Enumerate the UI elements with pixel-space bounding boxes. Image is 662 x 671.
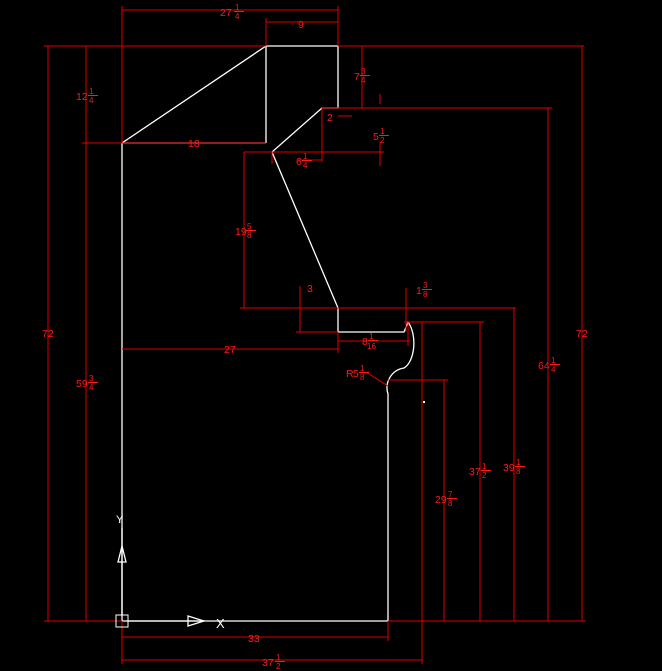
dim-label-ledge: 3 — [307, 283, 313, 295]
dim-label-lower-height: 29 7 8 — [435, 490, 457, 508]
dim-label-ledge-height: 1 3 8 — [416, 281, 432, 299]
svg-text:3: 3 — [423, 281, 428, 290]
svg-text:4: 4 — [361, 76, 366, 85]
ucs-x-label: X — [216, 616, 225, 631]
cursor-point — [423, 401, 425, 403]
dim-label-right-total: 72 — [576, 328, 588, 340]
dim-label-notch-depth: 7 3 4 — [354, 67, 370, 85]
dim-right-upper — [322, 107, 552, 621]
svg-text:1: 1 — [482, 462, 487, 471]
svg-text:64: 64 — [538, 360, 550, 372]
dim-lower-height — [388, 379, 448, 621]
svg-text:37: 37 — [262, 657, 274, 669]
svg-text:1: 1 — [516, 458, 521, 467]
svg-text:19: 19 — [235, 226, 247, 238]
svg-text:R: R — [346, 368, 354, 380]
dim-label-step: 2 — [327, 112, 333, 124]
dim-upper-left-height — [82, 46, 122, 144]
svg-text:7: 7 — [354, 71, 360, 83]
svg-text:8: 8 — [423, 290, 428, 299]
dim-label-slope-height: 19 5 8 — [235, 222, 256, 240]
svg-text:8: 8 — [360, 373, 365, 382]
dim-label-inner-offset: 6 1 4 — [296, 152, 312, 170]
svg-text:29: 29 — [435, 494, 447, 506]
ucs-y-arrow-icon — [117, 545, 127, 563]
svg-text:5: 5 — [353, 368, 359, 380]
svg-text:1: 1 — [235, 3, 240, 12]
svg-text:2: 2 — [380, 136, 385, 145]
dim-base-width — [122, 621, 389, 641]
dim-label-top-width: 27 1 4 — [220, 3, 244, 21]
svg-text:59: 59 — [76, 378, 88, 390]
dim-step-height — [244, 142, 384, 166]
dim-front-depth — [122, 332, 339, 353]
svg-text:1: 1 — [551, 356, 556, 365]
svg-text:8: 8 — [362, 336, 368, 348]
svg-text:1: 1 — [369, 332, 374, 341]
svg-text:1: 1 — [89, 87, 94, 96]
dim-right-total — [388, 46, 586, 622]
dim-left-total — [44, 45, 266, 622]
dim-overall-width — [121, 322, 423, 664]
svg-text:3: 3 — [89, 374, 94, 383]
svg-text:6: 6 — [296, 156, 302, 168]
dim-mid-heights — [404, 308, 515, 621]
dim-label-front-depth: 27 — [224, 344, 236, 356]
svg-text:4: 4 — [235, 12, 240, 21]
dim-label-right-upper: 64 1 4 — [538, 356, 560, 374]
dim-slope-height — [240, 152, 338, 309]
svg-text:5: 5 — [373, 131, 379, 143]
svg-text:27: 27 — [220, 7, 232, 19]
dim-label-upper-left-height: 12 1 4 — [76, 87, 98, 105]
svg-text:2: 2 — [276, 662, 281, 671]
dim-label-left-lower: 59 3 4 — [76, 374, 98, 392]
dim-radius-leader — [365, 371, 389, 387]
svg-text:5: 5 — [247, 222, 252, 231]
dim-label-left-total: 72 — [42, 328, 54, 340]
dim-top-flat — [265, 18, 338, 46]
svg-text:4: 4 — [303, 161, 308, 170]
dim-ledge-height — [338, 288, 516, 332]
dim-label-base-width: 33 — [248, 633, 260, 645]
svg-text:1: 1 — [380, 127, 385, 136]
svg-text:8: 8 — [448, 499, 453, 508]
svg-text:4: 4 — [89, 383, 94, 392]
dim-top-width — [121, 6, 339, 143]
ucs-icon: Y X — [115, 514, 225, 631]
dim-label-radius: R 5 1 8 — [346, 364, 369, 382]
svg-text:8: 8 — [247, 231, 252, 240]
svg-text:1: 1 — [360, 364, 365, 373]
svg-text:12: 12 — [76, 91, 88, 103]
dim-label-lip-width: 8 1 16 — [362, 332, 378, 351]
ucs-x-arrow-icon — [187, 615, 207, 627]
dim-label-step-height: 5 1 2 — [373, 127, 389, 145]
svg-text:39: 39 — [503, 462, 515, 474]
svg-text:37: 37 — [469, 466, 481, 478]
dim-label-slant-base: 18 — [188, 138, 200, 150]
dim-notch-depth — [338, 45, 584, 108]
cabinet-outline — [121, 45, 415, 622]
dim-step — [321, 108, 352, 162]
dim-ledge — [296, 286, 338, 333]
svg-text:2: 2 — [482, 471, 487, 480]
svg-text:4: 4 — [551, 365, 556, 374]
dim-label-overall-width: 37 1 2 — [262, 653, 285, 671]
dim-label-top-flat: 9 — [298, 19, 304, 31]
ucs-y-label: Y — [116, 514, 124, 526]
svg-text:4: 4 — [89, 96, 94, 105]
svg-text:8: 8 — [516, 467, 521, 476]
svg-text:1: 1 — [416, 285, 422, 297]
svg-text:3: 3 — [361, 67, 366, 76]
svg-text:16: 16 — [367, 342, 376, 351]
dim-label-mid-height2: 39 1 8 — [503, 458, 525, 476]
svg-text:1: 1 — [303, 152, 308, 161]
svg-text:7: 7 — [448, 490, 453, 499]
svg-text:1: 1 — [276, 653, 281, 662]
dim-label-mid-height: 37 1 2 — [469, 462, 491, 480]
